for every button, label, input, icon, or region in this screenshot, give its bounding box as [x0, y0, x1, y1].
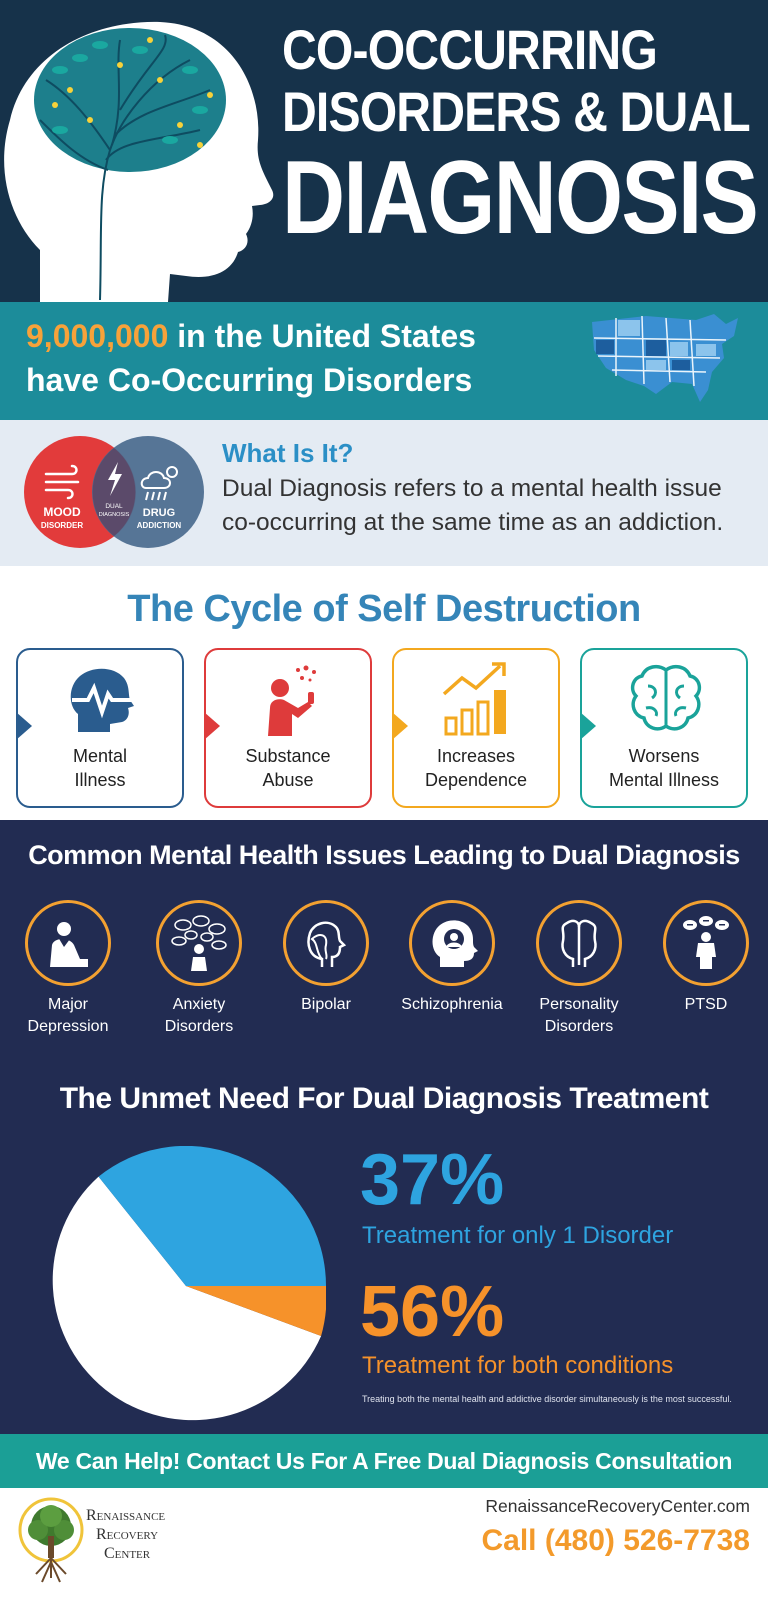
- issue-label-line-2: Disorders: [544, 1018, 614, 1035]
- phone-link[interactable]: Call (480) 526-7738: [481, 1524, 750, 1557]
- head-brain-illustration: [4, 21, 274, 302]
- venn-mid-label-1: DUAL: [105, 503, 123, 510]
- storm-cloud-icon: [140, 466, 178, 501]
- venn-right-label-1: DRUG: [143, 507, 175, 519]
- cycle-step-line-2: Dependence: [424, 770, 528, 790]
- cycle-arrow-icon: [392, 712, 408, 740]
- anxious-thoughts-icon: [171, 915, 227, 971]
- cycle-arrow-icon: [16, 712, 32, 740]
- issue-label-line-1: Personality: [539, 996, 619, 1013]
- brand-line-1: Renaissance: [86, 1507, 166, 1524]
- definition-body: Dual Diagnosis refers to a mental health…: [222, 475, 724, 536]
- definition-section: MOOD DISORDER DUAL DIAGNOSIS DRUG ADDICT…: [0, 420, 768, 566]
- depressed-person-icon: [50, 922, 88, 967]
- cycle-step-line-1: Increases: [436, 746, 516, 766]
- prevalence-line-1: 9,000,000 in the United States: [26, 318, 476, 355]
- issue-label-line-1: Bipolar: [301, 996, 351, 1013]
- wind-icon: [44, 464, 80, 500]
- brain-icon: [630, 664, 702, 731]
- title-line-1: CO-OCCURRING: [282, 18, 658, 81]
- footer: Renaissance Recovery Center RenaissanceR…: [0, 1488, 768, 1599]
- prevalence-banner: 9,000,000 in the United States have Co-O…: [0, 302, 768, 420]
- issue-label-line-1: Schizophrenia: [401, 996, 503, 1013]
- issue-bipolar: Bipolar: [266, 900, 386, 1016]
- title-line-3: DIAGNOSIS: [282, 140, 759, 256]
- prevalence-number: 9,000,000: [26, 318, 169, 354]
- stat-both-value: 56%: [360, 1272, 505, 1352]
- two-faces-icon: [307, 921, 347, 967]
- issue-label-line-1: PTSD: [684, 996, 728, 1013]
- venn-diagram: MOOD DISORDER DUAL DIAGNOSIS DRUG ADDICT…: [24, 436, 204, 548]
- website-link[interactable]: RenaissanceRecoveryCenter.com: [485, 1496, 750, 1516]
- rising-chart-icon: [442, 662, 506, 736]
- cycle-step-line-2: Abuse: [262, 770, 314, 790]
- venn-left-label-2: DISORDER: [41, 521, 83, 530]
- cycle-step-line-1: Worsens: [628, 746, 700, 766]
- stat-one-disorder-value: 37%: [360, 1140, 505, 1220]
- unmet-need-section: The Unmet Need For Dual Diagnosis Treatm…: [0, 1060, 768, 1434]
- cycle-step-line-1: Mental: [72, 746, 128, 766]
- issues-title: Common Mental Health Issues Leading to D…: [28, 840, 740, 870]
- stat-one-disorder-label: Treatment for only 1 Disorder: [362, 1222, 674, 1249]
- prevalence-line-2: have Co-Occurring Disorders: [26, 362, 473, 398]
- issue-ptsd: PTSD: [646, 900, 766, 1016]
- tree-logo-icon: [18, 1497, 84, 1583]
- cycle-step-line-2: Illness: [74, 770, 126, 790]
- cycle-step-line-1: Substance: [245, 746, 331, 766]
- brand-name: Renaissance Recovery Center: [86, 1506, 165, 1563]
- issue-schizophrenia: Schizophrenia: [392, 900, 512, 1016]
- issue-label-line-2: Depression: [27, 1018, 109, 1035]
- prevalence-line-1-text: in the United States: [168, 318, 476, 354]
- need-title: The Unmet Need For Dual Diagnosis Treatm…: [59, 1082, 709, 1115]
- treatment-pie-chart: [52, 1146, 326, 1421]
- head-brain-icon: [432, 920, 478, 967]
- call-to-action-text[interactable]: We Can Help! Contact Us For A Free Dual …: [35, 1448, 733, 1474]
- page-title: CO-OCCURRING DISORDERS & DUAL DIAGNOSIS: [282, 18, 759, 256]
- pie-slice-both: [186, 1286, 326, 1336]
- mental-health-issues-section: Common Mental Health Issues Leading to D…: [0, 820, 768, 1065]
- lightning-icon: [108, 462, 122, 496]
- hero-header: CO-OCCURRING DISORDERS & DUAL DIAGNOSIS: [0, 0, 768, 302]
- cycle-step-line-2: Mental Illness: [608, 770, 720, 790]
- brand-line-2: Recovery: [96, 1526, 159, 1543]
- issue-label-line-2: Disorders: [164, 1018, 234, 1035]
- head-pulse-icon: [70, 668, 138, 732]
- split-profile-icon: [561, 919, 597, 967]
- issue-label-line-1: Major: [47, 996, 88, 1013]
- usa-map-icon: [592, 314, 738, 402]
- cycle-arrow-icon: [204, 712, 220, 740]
- definition-heading: What Is It?: [222, 438, 354, 468]
- issue-label-line-1: Anxiety: [172, 996, 226, 1013]
- treatment-note: Treating both the mental health and addi…: [362, 1394, 732, 1404]
- drinking-person-icon: [268, 665, 316, 736]
- venn-right-label-2: ADDICTION: [137, 521, 182, 530]
- stat-both-label: Treatment for both conditions: [362, 1352, 674, 1379]
- pie-slice-one-disorder: [98, 1146, 326, 1286]
- venn-left-label-1: MOOD: [43, 505, 81, 519]
- pie-slice-rest: [52, 1176, 322, 1421]
- brand-line-3: Center: [104, 1545, 151, 1562]
- call-to-action-banner[interactable]: We Can Help! Contact Us For A Free Dual …: [0, 1434, 768, 1488]
- soldier-icon: [683, 916, 729, 969]
- venn-mid-label-2: DIAGNOSIS: [99, 512, 130, 518]
- cycle-arrow-icon: [580, 712, 596, 740]
- title-line-2: DISORDERS & DUAL: [282, 80, 751, 143]
- cycle-title: The Cycle of Self Destruction: [127, 588, 641, 630]
